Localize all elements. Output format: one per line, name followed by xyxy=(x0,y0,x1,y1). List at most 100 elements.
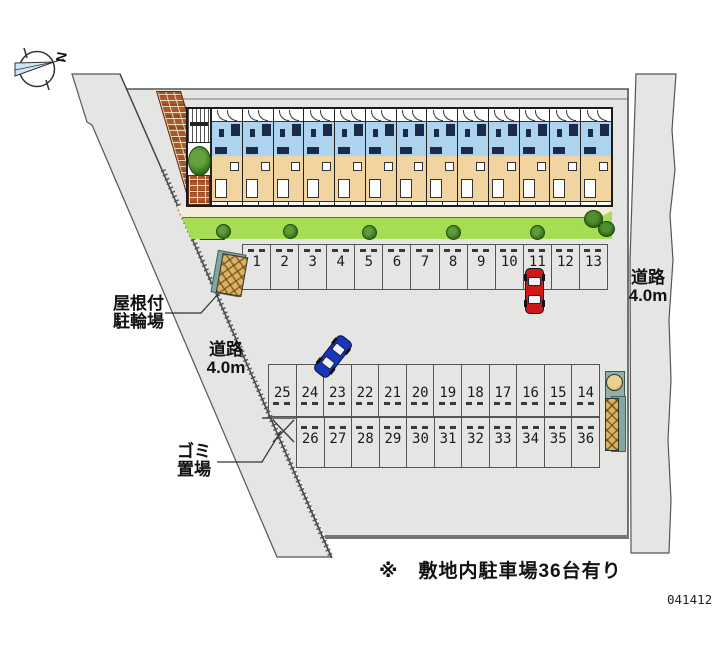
space-dash-mark xyxy=(356,402,375,405)
parking-space: 21 xyxy=(378,365,406,416)
unit-balcony xyxy=(488,201,519,207)
road-label-right-line1: 道路 xyxy=(631,268,665,287)
tree xyxy=(446,225,461,240)
space-number: 10 xyxy=(500,254,518,270)
unit-room-area xyxy=(550,156,581,201)
unit-balcony xyxy=(242,201,273,207)
unit-room-area xyxy=(212,156,242,201)
parking-space: 5 xyxy=(354,245,382,289)
building-unit xyxy=(549,109,581,207)
door-arc xyxy=(289,110,299,121)
unit-room-area xyxy=(488,156,519,201)
door-arc xyxy=(432,110,443,121)
door-arc xyxy=(463,110,474,121)
door-arc xyxy=(504,110,515,121)
space-dash-mark xyxy=(331,249,350,252)
unit-room-area xyxy=(427,156,458,201)
space-number: 29 xyxy=(384,431,402,447)
space-dash-mark xyxy=(273,402,292,405)
compass-tick-top xyxy=(23,47,28,59)
unit-balcony xyxy=(273,201,304,207)
space-dash-mark xyxy=(328,426,347,429)
building-unit xyxy=(395,109,427,207)
space-number: 23 xyxy=(329,385,346,401)
door-arc xyxy=(555,110,566,121)
unit-room-area xyxy=(304,156,335,201)
door-arc xyxy=(278,110,289,121)
parking-space: 23 xyxy=(323,365,351,416)
building-unit xyxy=(334,109,365,207)
grass-strip xyxy=(182,217,612,239)
space-dash-mark xyxy=(521,426,540,429)
unit-bath-area xyxy=(212,121,242,157)
space-number: 9 xyxy=(476,254,486,270)
door-arc xyxy=(473,110,484,121)
space-number: 18 xyxy=(466,385,484,401)
door-arc xyxy=(596,110,607,121)
parking-space: 29 xyxy=(378,418,407,467)
unit-bath-area xyxy=(335,121,365,157)
unit-room-area xyxy=(335,156,365,201)
door-arc xyxy=(442,110,453,121)
car-wheel xyxy=(524,300,527,307)
space-number: 13 xyxy=(585,254,602,270)
unit-balcony xyxy=(581,201,611,207)
door-arc xyxy=(412,110,423,121)
parking-space: 18 xyxy=(461,365,489,416)
unit-bath-area xyxy=(458,121,488,157)
space-number: 25 xyxy=(273,385,291,401)
space-number: 34 xyxy=(522,431,540,447)
note-text: ※ 敷地内駐車場36台有り xyxy=(379,561,622,582)
road-label-left-line1: 道路 xyxy=(209,340,243,359)
building-unit xyxy=(457,109,488,207)
parking-space: 11 xyxy=(522,245,551,289)
space-number: 3 xyxy=(308,254,317,270)
parking-space: 15 xyxy=(543,365,572,416)
compass-pointer-line xyxy=(53,58,65,63)
entry-brick-path xyxy=(188,175,210,205)
bicycle-shelter-label-line1: 屋根付 xyxy=(113,294,164,313)
unit-bath-area xyxy=(273,121,304,157)
parking-space: 31 xyxy=(433,418,462,467)
space-dash-mark xyxy=(300,402,319,405)
compass-needle xyxy=(14,61,55,77)
door-arc xyxy=(319,110,330,121)
compass-needle-line xyxy=(14,61,55,71)
space-dash-mark xyxy=(521,402,540,405)
building-unit xyxy=(211,109,242,207)
north-label: N xyxy=(52,50,71,64)
garbage-label-line2: 置場 xyxy=(177,459,211,479)
car-wheel xyxy=(542,300,545,307)
unit-bath-area xyxy=(519,121,550,157)
door-arc xyxy=(525,110,535,121)
parking-space: 24 xyxy=(295,365,324,416)
building-entry xyxy=(188,109,211,205)
parking-space: 35 xyxy=(543,418,572,467)
space-dash-mark xyxy=(466,426,485,429)
bush xyxy=(598,221,615,237)
space-dash-mark xyxy=(584,249,603,252)
space-dash-mark xyxy=(275,249,294,252)
space-number: 31 xyxy=(439,431,457,447)
door-arc xyxy=(381,110,392,121)
garbage-label-line1: ゴミ xyxy=(177,442,211,461)
space-dash-mark xyxy=(383,426,402,429)
parking-space: 34 xyxy=(516,418,544,467)
space-dash-mark xyxy=(549,402,568,405)
plan-id: 041412 xyxy=(667,592,713,607)
space-dash-mark xyxy=(411,426,430,429)
door-arc xyxy=(258,110,269,121)
unit-room-area xyxy=(396,156,427,201)
unit-room-area xyxy=(458,156,488,201)
parking-space: 20 xyxy=(405,365,434,416)
parking-space: 7 xyxy=(410,245,438,289)
parking-space: 17 xyxy=(488,365,517,416)
red-car xyxy=(524,268,545,314)
unit-balcony xyxy=(550,201,581,207)
walkway-band xyxy=(177,206,612,218)
space-number: 28 xyxy=(356,431,374,447)
space-dash-mark xyxy=(466,402,485,405)
space-number: 7 xyxy=(420,254,430,270)
parking-space: 30 xyxy=(406,418,434,467)
